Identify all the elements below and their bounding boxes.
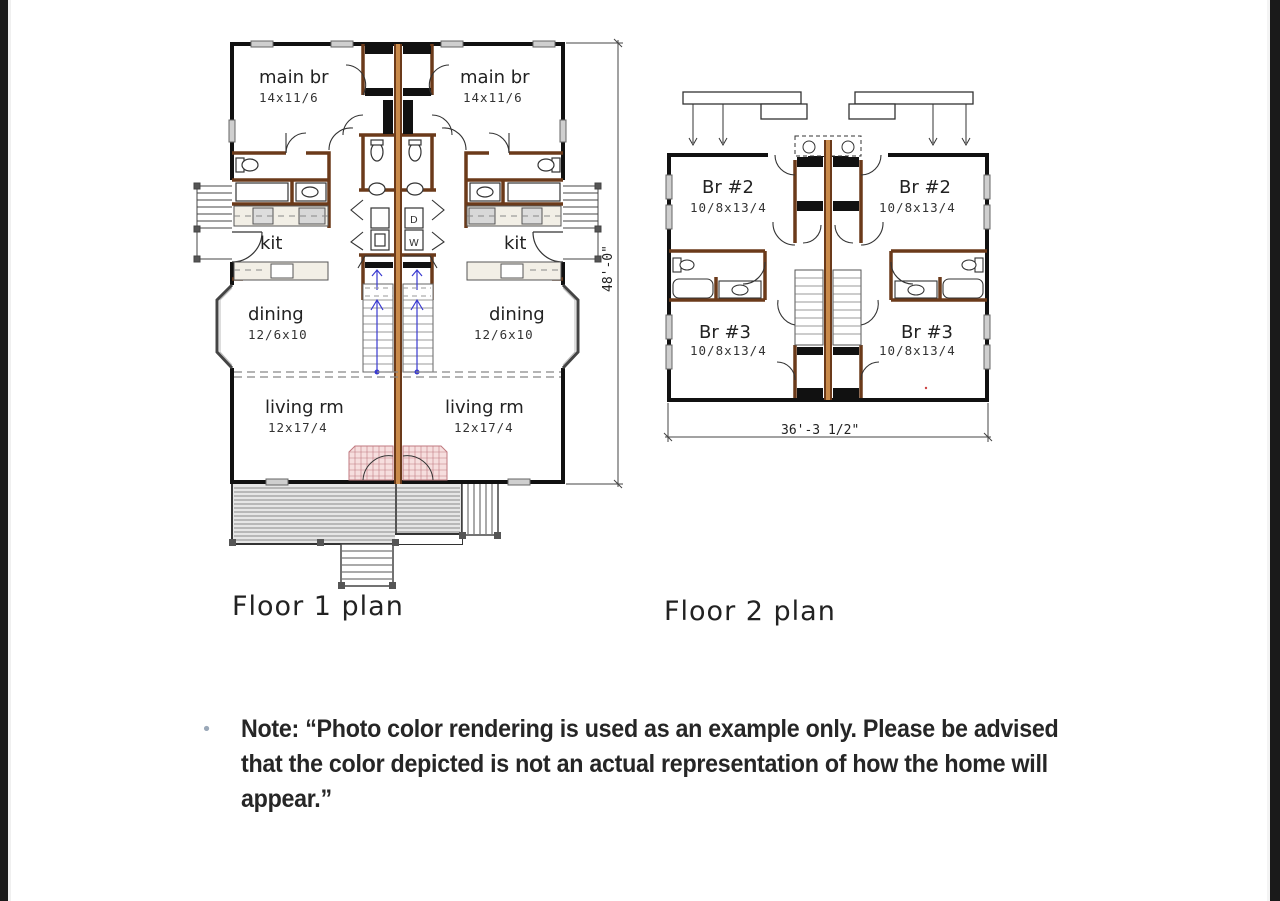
room-dims-main-br-left: 14x11/6 [259, 90, 319, 105]
side-steps-left [193, 182, 232, 263]
kitchen-counters [233, 205, 562, 281]
bullet-icon: • [201, 719, 212, 740]
floor2-plan: Br #2 10/8x13/4 Br #2 10/8x13/4 Br #3 10… [663, 91, 993, 627]
floor1-depth-dimension [566, 38, 623, 489]
room-dims-living-left: 12x17/4 [268, 420, 328, 435]
room-label-kit-left: kit [260, 233, 282, 254]
floor1-stairs [362, 269, 434, 375]
floor2-title: Floor 2 plan [664, 596, 836, 627]
room-dims-br3-left: 10/8x13/4 [690, 343, 767, 358]
room-dims-br2-left: 10/8x13/4 [690, 200, 767, 215]
room-label-living-right: living rm [445, 397, 524, 418]
room-label-br3-right: Br #3 [901, 322, 953, 343]
room-dims-living-right: 12x17/4 [454, 420, 514, 435]
floor1-room-labels: main br 14x11/6 main br 14x11/6 kit kit … [248, 67, 545, 435]
floor-plans-drawing: D W [193, 38, 993, 627]
room-dims-dining-left: 12/6x10 [248, 327, 308, 342]
bay-windows [215, 283, 580, 370]
room-label-main-br-left: main br [259, 67, 329, 88]
room-dims-main-br-right: 14x11/6 [463, 90, 523, 105]
floor1-title: Floor 1 plan [232, 591, 404, 622]
room-label-living-left: living rm [265, 397, 344, 418]
room-dims-br3-right: 10/8x13/4 [879, 343, 956, 358]
side-steps-right [563, 182, 602, 263]
laundry-appliances: D W [370, 207, 424, 251]
party-wall [394, 44, 402, 484]
room-label-kit-right: kit [504, 233, 526, 254]
bathroom-fixtures [235, 139, 561, 202]
floor1-depth-label: 48'-0" [601, 245, 616, 292]
floor2-width-label: 36'-3 1/2" [781, 423, 859, 438]
washer-label: W [409, 238, 419, 249]
room-label-dining-left: dining [248, 304, 304, 325]
note-text: Note: “Photo color rendering is used as … [241, 715, 1059, 813]
room-label-dining-right: dining [489, 304, 545, 325]
disclaimer-note: • Note: “Photo color rendering is used a… [197, 712, 1157, 817]
room-dims-br2-right: 10/8x13/4 [879, 200, 956, 215]
floor2-room-labels: Br #2 10/8x13/4 Br #2 10/8x13/4 Br #3 10… [690, 177, 956, 358]
fireplace-hearth [348, 445, 448, 481]
floor1-plan: D W [193, 38, 623, 622]
room-label-br2-left: Br #2 [702, 177, 754, 198]
room-dims-dining-right: 12/6x10 [474, 327, 534, 342]
front-deck [229, 481, 501, 589]
dryer-label: D [410, 215, 418, 226]
room-label-main-br-right: main br [460, 67, 530, 88]
document-page: D W [8, 0, 1270, 901]
room-label-br2-right: Br #2 [899, 177, 951, 198]
room-label-br3-left: Br #3 [699, 322, 751, 343]
